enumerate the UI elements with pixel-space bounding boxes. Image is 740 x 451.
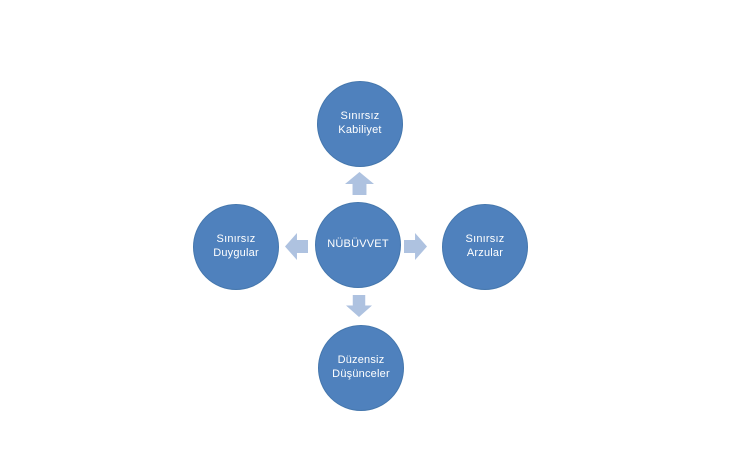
node-label: Sınırsız Duygular [213, 233, 259, 261]
node-label: Düzensiz Düşünceler [332, 354, 390, 382]
block-arrow-down-icon [346, 295, 372, 317]
node-duzensiz-dusunceler: Düzensiz Düşünceler [318, 325, 404, 411]
block-arrow-up-icon [345, 172, 374, 195]
block-arrow-right-icon [404, 233, 427, 260]
node-nubuvvet: NÜBÜVVET [315, 202, 401, 288]
node-label: NÜBÜVVET [327, 238, 389, 252]
node-label-line: Kabiliyet [338, 124, 382, 136]
node-label-line: Duygular [213, 247, 259, 259]
node-label-line: Sınırsız [216, 233, 256, 246]
node-label-line: Düşünceler [332, 368, 390, 380]
block-arrow-left-icon [285, 233, 308, 260]
node-label-line: Arzular [466, 247, 504, 259]
node-label-line: NÜBÜVVET [327, 238, 389, 251]
node-label: Sınırsız Kabiliyet [338, 110, 381, 138]
node-sinirsiz-kabiliyet: Sınırsız Kabiliyet [317, 81, 403, 167]
node-label-line: Sınırsız [340, 110, 380, 123]
node-label-line: Düzensiz [337, 354, 385, 367]
node-sinirsiz-arzular: Sınırsız Arzular [442, 204, 528, 290]
node-label-line: Sınırsız [465, 233, 505, 246]
node-label: Sınırsız Arzular [466, 233, 505, 261]
node-sinirsiz-duygular: Sınırsız Duygular [193, 204, 279, 290]
